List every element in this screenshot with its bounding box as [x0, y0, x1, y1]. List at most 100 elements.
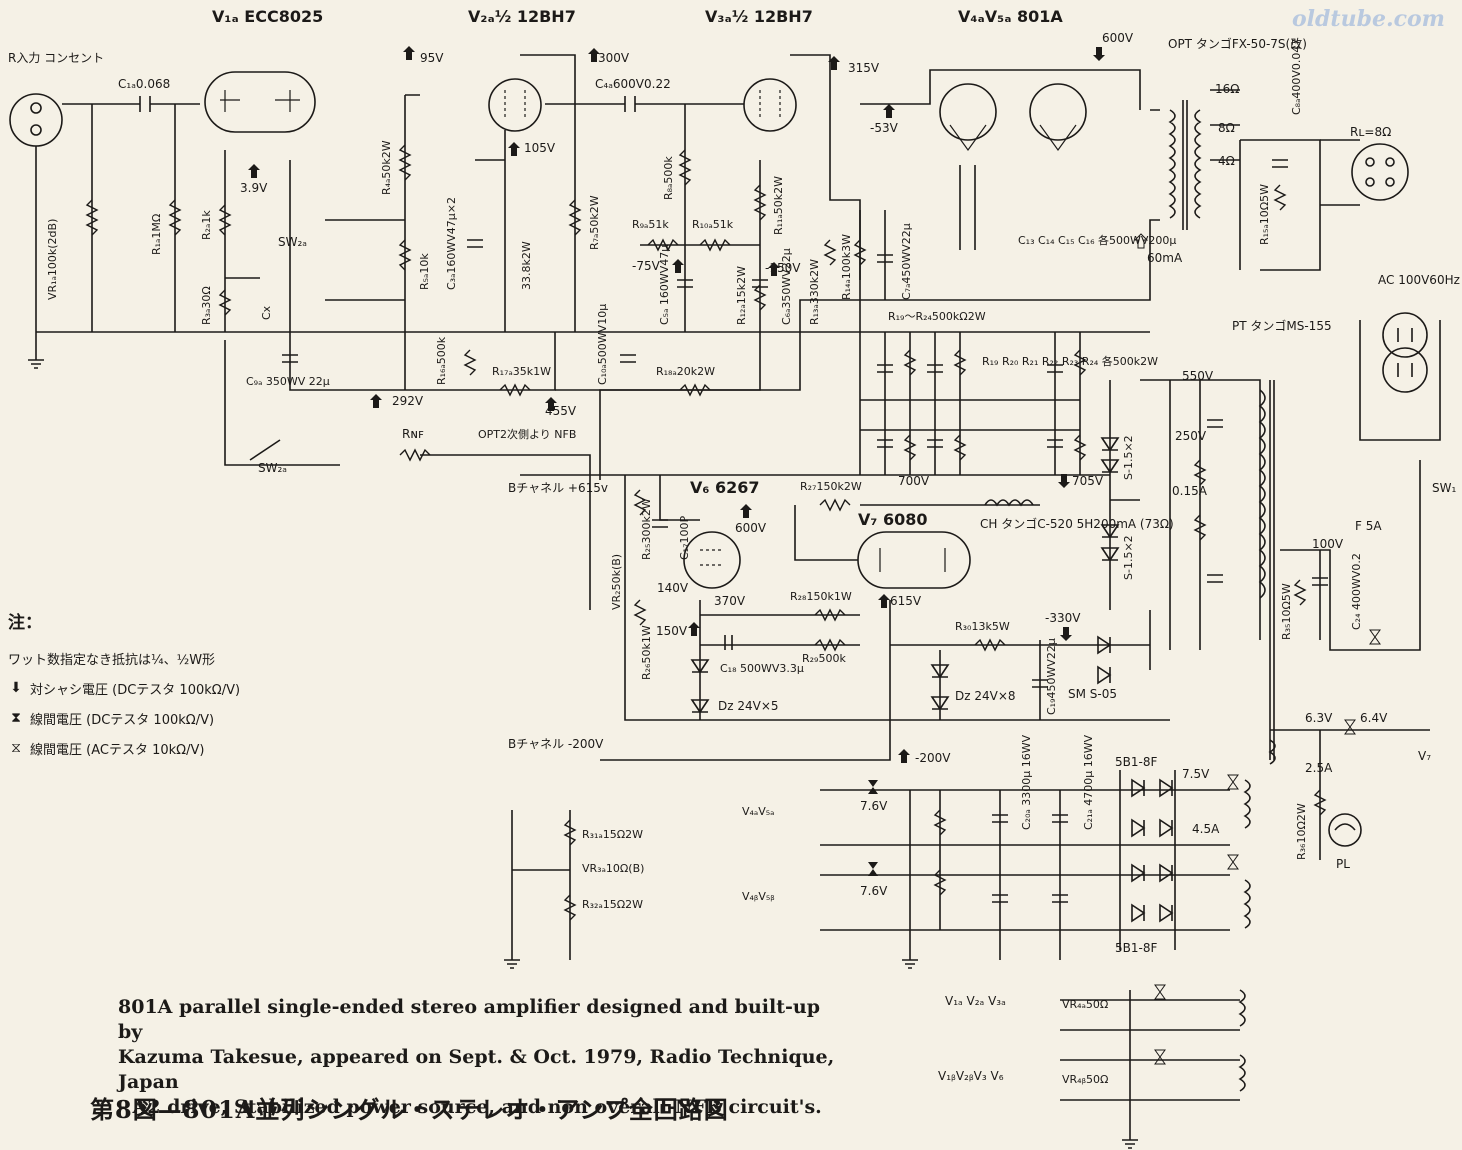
label-c20a: C₂₀ₐ 3300μ 16WV [1020, 734, 1033, 830]
label-r4: R₄ₐ50k2W [380, 140, 393, 195]
label-rect-bottom: 5B1-8F [1115, 941, 1157, 955]
voltage-292v: 292V [392, 394, 424, 408]
label-heater-b: V₄ᵦV₅ᵦ [742, 890, 775, 903]
label-r14: R₁₄ₐ100k3W [840, 234, 853, 300]
label-r30: R₃₀13k5W [955, 620, 1010, 633]
label-r-group: R₁₉ R₂₀ R₂₁ R₂₂ R₂₃ R₂₄ 各500k2W [982, 354, 1158, 368]
voltage-minus330v: -330V [1045, 611, 1081, 625]
label-c5: C₅ₐ 160WV47μ [658, 245, 671, 325]
label-r7: R₇ₐ50k2W [588, 195, 601, 250]
current-2-5a: 2.5A [1305, 761, 1333, 775]
label-r31: R₃₁ₐ15Ω2W [582, 828, 643, 841]
label-pl: PL [1336, 857, 1350, 871]
label-c21a: C₂₁ₐ 4700μ 16WV [1082, 734, 1095, 830]
voltage-455v: 455V [545, 404, 577, 418]
voltage-7-6v-b: 7.6V [860, 884, 888, 898]
tube-v4v5-label: V₄ₐV₅ₐ 801A [958, 7, 1063, 26]
voltage-600v-v6: 600V [735, 521, 767, 535]
component-labels: C₁ₐ0.068 VR₁ₐ100k(2dB) R₁ₐ1MΩ R₂ₐ1k R₃ₐ3… [46, 36, 1460, 1086]
tube-v3-label: V₃ₐ½ 12BH7 [705, 7, 813, 26]
label-pt: PT タンゴMS-155 [1232, 318, 1332, 333]
label-rect-top: 5B1-8F [1115, 755, 1157, 769]
voltage-100v: 100V [1312, 537, 1344, 551]
ac-outlet [1382, 312, 1428, 393]
label-fuse: F 5A [1355, 519, 1382, 533]
label-sw1: SW₁ [1432, 481, 1456, 495]
label-sw2-top: SW₂ₐ [278, 235, 307, 249]
label-r36: R₃₆10Ω2W [1295, 803, 1308, 860]
voltage-600v-top: 600V [1102, 31, 1134, 45]
voltage-140v: 140V [657, 581, 689, 595]
label-vr4b: VR₄ᵦ50Ω [1062, 1073, 1108, 1086]
current-015a: 0.15A [1172, 484, 1208, 498]
label-heater-a: V₄ₐV₅ₐ [742, 805, 774, 818]
label-r8: R₈ₐ500k [662, 156, 675, 200]
inductors [984, 100, 1276, 1092]
label-diode-s-bottom: S-1.5×2 [1122, 535, 1135, 580]
label-c10: C₁₀ₐ500WV10μ [596, 304, 609, 385]
label-r32: R₃₂ₐ15Ω2W [582, 898, 643, 911]
note-line1-text: ワット数指定なき抵抗は¼、½W形 [8, 652, 216, 668]
label-rl: Rʟ=8Ω [1350, 125, 1391, 139]
note-line3-text: 線間電圧 (DCテスタ 100kΩ/V) [30, 712, 215, 728]
label-rnf: Rɴꜰ [402, 427, 424, 441]
label-heater-v1b: V₁ᵦV₂ᵦV₃ V₆ [938, 1069, 1004, 1083]
label-dz1: Dz 24V×5 [718, 699, 779, 713]
voltage-250v: 250V [1175, 429, 1207, 443]
label-r17: R₁₇ₐ35k1W [492, 365, 551, 378]
label-r18: R₁₈ₐ20k2W [656, 365, 715, 378]
label-nfb-from: OPT2次側より NFB [478, 427, 576, 441]
tube-v3-envelope [743, 78, 797, 132]
label-r27: R₂₇150k2W [800, 480, 862, 493]
figure-caption: 801A parallel single-ended stereo amplif… [118, 995, 838, 1120]
voltage-7-5v: 7.5V [1182, 767, 1210, 781]
notes-heading: 注： [8, 613, 42, 633]
label-r35: R₃₅10Ω5W [1280, 583, 1293, 640]
note-ac-line-voltage: ⧖線間電圧 (ACテスタ 10kΩ/V) [8, 733, 308, 763]
label-c3: C₃ₐ160WV47μ×2 [445, 197, 458, 290]
note-dc-line-voltage: ⧗ 線間電圧 (DCテスタ 100kΩ/V) [8, 703, 308, 733]
voltage-105v: 105V [524, 141, 556, 155]
label-338k: 33.8k2W [520, 241, 533, 290]
label-r3: R₃ₐ30Ω [200, 286, 213, 325]
voltage-3-9v: 3.9V [240, 181, 268, 195]
voltage-315v: 315V [848, 61, 880, 75]
japanese-figure-title: 第8図—801A並列シングル・ステレオ・アンプ全回路図 [90, 1095, 729, 1124]
pilot-lamp [1328, 813, 1362, 847]
label-ac: AC 100V60Hz [1378, 273, 1460, 287]
label-c6: C₆ₐ350WV22μ [780, 248, 793, 325]
label-c7: C₇ₐ450WV22μ [900, 223, 913, 300]
voltage-700v: 700V [898, 474, 930, 488]
note-resistor-wattage: ワット数指定なき抵抗は¼、½W形 [8, 643, 308, 673]
caption-line3: - A2 drive, Stabilized power source, and… [118, 1096, 822, 1118]
current-60ma: 60mA [1147, 251, 1183, 265]
voltage-705v: 705V [1072, 474, 1104, 488]
filled-hourglass-icon: ⧗ [11, 710, 21, 726]
resistors [85, 144, 1327, 921]
voltage-150v: 150V [656, 624, 688, 638]
voltage-370v: 370V [714, 594, 746, 608]
label-r11: R₁₁ₐ50k2W [772, 176, 785, 235]
tap-4ohm: 4Ω [1218, 154, 1235, 168]
label-c13-16: C₁₃ C₁₄ C₁₅ C₁₆ 各500WV200μ [1018, 233, 1176, 247]
label-r5: R₅ₐ10k [418, 253, 431, 290]
down-arrow-icon: ⬇ [10, 680, 22, 696]
tube-v2-envelope [488, 78, 542, 132]
voltage-6-4v: 6.4V [1360, 711, 1388, 725]
note-chassis-voltage: ⬇対シャシ電圧 (DCテスタ 100kΩ/V) [8, 673, 308, 703]
capacitors [139, 96, 1328, 903]
tube-v6-envelope [683, 531, 741, 589]
hollow-hourglass-icon: ⧖ [11, 740, 21, 756]
label-r29: R₂₉500k [802, 652, 846, 665]
label-heater-v1: V₁ₐ V₂ₐ V₃ₐ [945, 994, 1006, 1008]
label-c19: C₁₉450WV22μ [1045, 638, 1058, 715]
label-r9: R₉ₐ51k [632, 218, 669, 231]
wiring [35, 54, 1441, 1140]
voltage-minus150v: -150V [765, 261, 801, 275]
tube-v2-label: V₂ₐ½ 12BH7 [468, 7, 576, 26]
voltage-7-6v: 7.6V [860, 799, 888, 813]
voltage-615v: 615V [890, 594, 922, 608]
input-label: R入力 コンセント [8, 51, 104, 65]
tube-v7-label: V₇ 6080 [858, 510, 928, 529]
label-r19-24: R₁₉～R₂₄500kΩ2W [888, 310, 986, 323]
